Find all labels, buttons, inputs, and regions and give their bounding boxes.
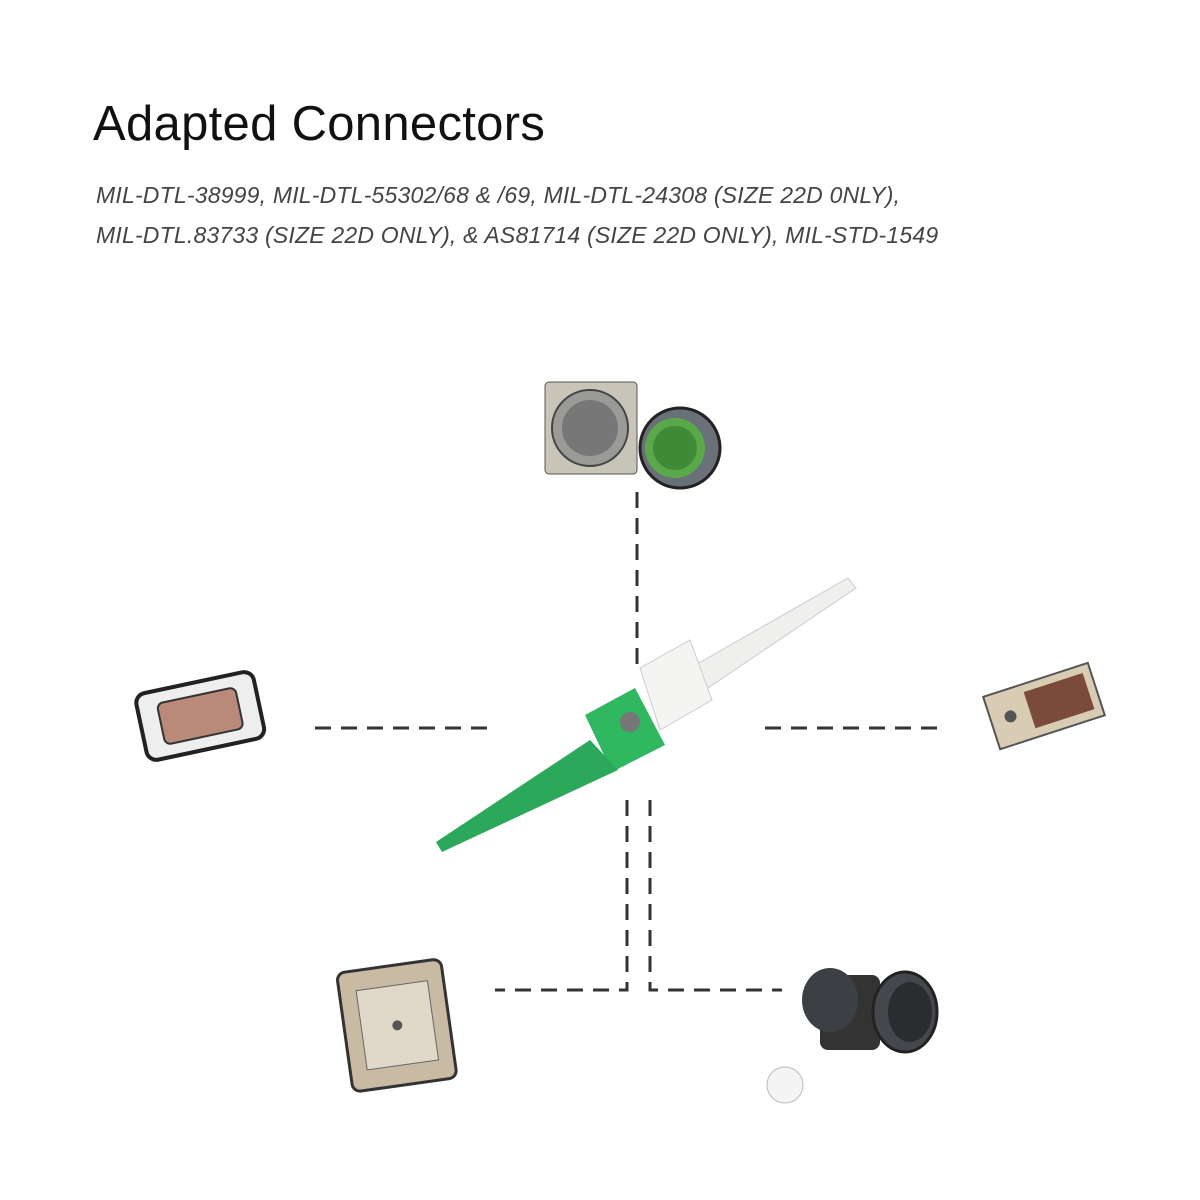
page-title: Adapted Connectors [93,97,546,151]
circular-bayonet-connector-icon [766,968,939,1104]
standards-line-2: MIL-DTL.83733 (SIZE 22D ONLY), & AS81714… [96,222,939,248]
pin-removal-tool-icon [436,577,857,852]
d-sub-connector-icon [134,670,267,762]
square-flange-connector-icon [336,958,458,1093]
rectangular-connector-icon [981,661,1107,751]
standards-line-1: MIL-DTL-38999, MIL-DTL-55302/68 & /69, M… [96,182,901,208]
dashed-connection-lines [315,492,945,992]
circular-connector-pair-icon [544,381,722,490]
